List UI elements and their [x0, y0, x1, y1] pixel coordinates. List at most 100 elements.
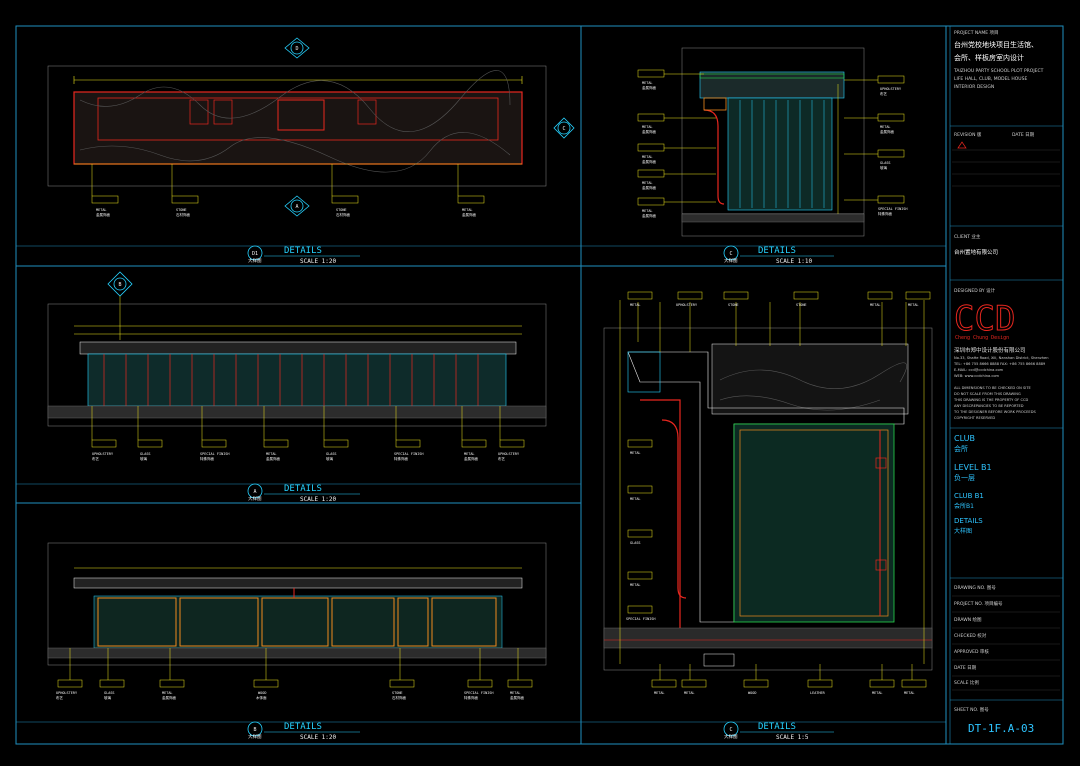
svg-text:金属饰面: 金属饰面: [96, 212, 110, 217]
sheet-label: SHEET NO. 图号: [954, 708, 989, 713]
svg-text:SCALE 1:5: SCALE 1:5: [776, 734, 809, 741]
svg-text:大样图: 大样图: [248, 733, 262, 740]
section-marker-c-top[interactable]: B: [107, 271, 133, 340]
svg-text:METAL: METAL: [96, 208, 107, 212]
revision-date-label: DATE 日期: [1012, 133, 1035, 138]
svg-text:金属饰面: 金属饰面: [510, 695, 524, 700]
svg-text:STONE: STONE: [336, 208, 347, 212]
svg-text:METAL: METAL: [630, 583, 641, 587]
company-line-1: No.33, ShaHe Road, Xili, Nanshan Distric…: [954, 356, 1049, 360]
type-cn: 大样图: [954, 528, 973, 535]
panel-b-drawing: [664, 47, 878, 237]
sheet-frame: [15, 25, 1064, 745]
panel-c-title: A DETAILS 大样图 SCALE 1:20: [247, 483, 360, 503]
note-1: ALL DIMENSIONS TO BE CHECKED ON SITE: [954, 386, 1031, 390]
marker-c-top-letter: B: [118, 282, 121, 288]
svg-text:METAL: METAL: [642, 209, 653, 213]
svg-text:玻璃: 玻璃: [326, 456, 334, 461]
company-name-cn: 深圳市郑中设计股份有限公司: [954, 348, 1026, 354]
svg-text:金属饰面: 金属饰面: [642, 185, 656, 190]
svg-text:DETAILS: DETAILS: [758, 246, 796, 256]
project-name-en-2: LIFE HALL, CLUB, MODEL HOUSE: [954, 77, 1028, 82]
svg-text:METAL: METAL: [908, 303, 919, 307]
area-cn: 会所B1: [954, 503, 974, 510]
level-en: LEVEL B1: [954, 463, 992, 472]
panel-e-title: C DETAILS 大样图 SCALE 1:5: [723, 721, 834, 741]
revision-label: REVISION 版: [954, 133, 982, 138]
field-project-no: PROJECT NO. 项目编号: [954, 602, 1003, 607]
revision-table: [952, 149, 1060, 187]
svg-text:SCALE 1:20: SCALE 1:20: [300, 734, 337, 741]
panel-d-title: B DETAILS 大样图 SCALE 1:20: [247, 721, 360, 741]
svg-text:特殊饰面: 特殊饰面: [464, 695, 478, 700]
svg-text:SPECIAL FINISH: SPECIAL FINISH: [626, 617, 656, 621]
svg-text:METAL: METAL: [464, 452, 475, 456]
svg-text:特殊饰面: 特殊饰面: [200, 456, 214, 461]
client-name: 台州置地有限公司: [954, 250, 999, 256]
svg-text:GLASS: GLASS: [630, 541, 641, 545]
svg-text:特殊饰面: 特殊饰面: [394, 456, 408, 461]
section-marker-top[interactable]: D: [284, 37, 310, 59]
ccd-logo-text: CCD: [954, 299, 1015, 339]
company-line-2: TEL: +86 755 8666 8888 FAX: +86 755 8666…: [954, 362, 1046, 366]
svg-text:METAL: METAL: [642, 81, 653, 85]
svg-text:SCALE 1:20: SCALE 1:20: [300, 258, 337, 265]
svg-text:UPHOLSTERY: UPHOLSTERY: [498, 452, 520, 456]
title-field-lines: [952, 595, 1060, 691]
svg-text:金属饰面: 金属饰面: [642, 85, 656, 90]
svg-text:A: A: [253, 489, 256, 495]
svg-text:GLASS: GLASS: [880, 161, 891, 165]
company-line-4: WEB: www.ccdchina.com: [954, 374, 1000, 378]
note-4: ANY DISCREPANCIES TO BE REPORTED: [954, 404, 1024, 408]
svg-text:DETAILS: DETAILS: [284, 484, 322, 494]
svg-text:大样图: 大样图: [724, 733, 738, 740]
svg-text:石材饰面: 石材饰面: [392, 695, 406, 700]
svg-text:金属饰面: 金属饰面: [642, 159, 656, 164]
svg-text:METAL: METAL: [872, 691, 883, 695]
type-en: DETAILS: [954, 517, 983, 525]
svg-text:METAL: METAL: [630, 497, 641, 501]
svg-text:METAL: METAL: [266, 452, 277, 456]
field-checked: CHECKED 校对: [954, 634, 987, 639]
svg-text:METAL: METAL: [654, 691, 665, 695]
section-marker-bottom[interactable]: A: [284, 195, 310, 217]
svg-text:METAL: METAL: [880, 125, 891, 129]
svg-text:布艺: 布艺: [880, 91, 888, 96]
svg-text:UPHOLSTERY: UPHOLSTERY: [92, 452, 114, 456]
title-block-lines: [950, 125, 1063, 701]
svg-text:METAL: METAL: [642, 155, 653, 159]
project-label: PROJECT NAME 项目: [954, 31, 999, 36]
svg-text:METAL: METAL: [630, 451, 641, 455]
marker-a-top-letter: D: [295, 46, 298, 52]
panel-b-title: C DETAILS 大样图 SCALE 1:10: [723, 245, 834, 265]
section-marker-right[interactable]: C: [553, 117, 575, 139]
svg-text:METAL: METAL: [904, 691, 915, 695]
svg-text:SPECIAL FINISH: SPECIAL FINISH: [878, 207, 908, 211]
svg-text:大样图: 大样图: [248, 257, 262, 264]
svg-text:DETAILS: DETAILS: [284, 722, 322, 732]
svg-text:STONE: STONE: [392, 691, 403, 695]
svg-text:SCALE 1:20: SCALE 1:20: [300, 496, 337, 503]
ccd-logo: CCD Cheng Chung Design: [954, 299, 1016, 342]
svg-text:METAL: METAL: [642, 125, 653, 129]
svg-text:WOOD: WOOD: [748, 691, 756, 695]
club-cn: 会所: [954, 445, 968, 453]
svg-text:STONE: STONE: [728, 303, 739, 307]
panel-a-drawing: [47, 65, 547, 196]
svg-text:UPHOLSTERY: UPHOLSTERY: [56, 691, 78, 695]
club-en: CLUB: [954, 434, 975, 443]
designer-label: DESIGNED BY 设计: [954, 289, 996, 294]
svg-text:B: B: [253, 727, 256, 733]
field-approved: APPROVED 审核: [954, 650, 989, 655]
svg-text:GLASS: GLASS: [104, 691, 115, 695]
svg-text:SPECIAL FINISH: SPECIAL FINISH: [464, 691, 494, 695]
note-3: THIS DRAWING IS THE PROPERTY OF CCD: [954, 398, 1029, 402]
svg-text:WOOD: WOOD: [258, 691, 266, 695]
svg-text:特殊饰面: 特殊饰面: [878, 211, 892, 216]
svg-text:金属饰面: 金属饰面: [462, 212, 476, 217]
